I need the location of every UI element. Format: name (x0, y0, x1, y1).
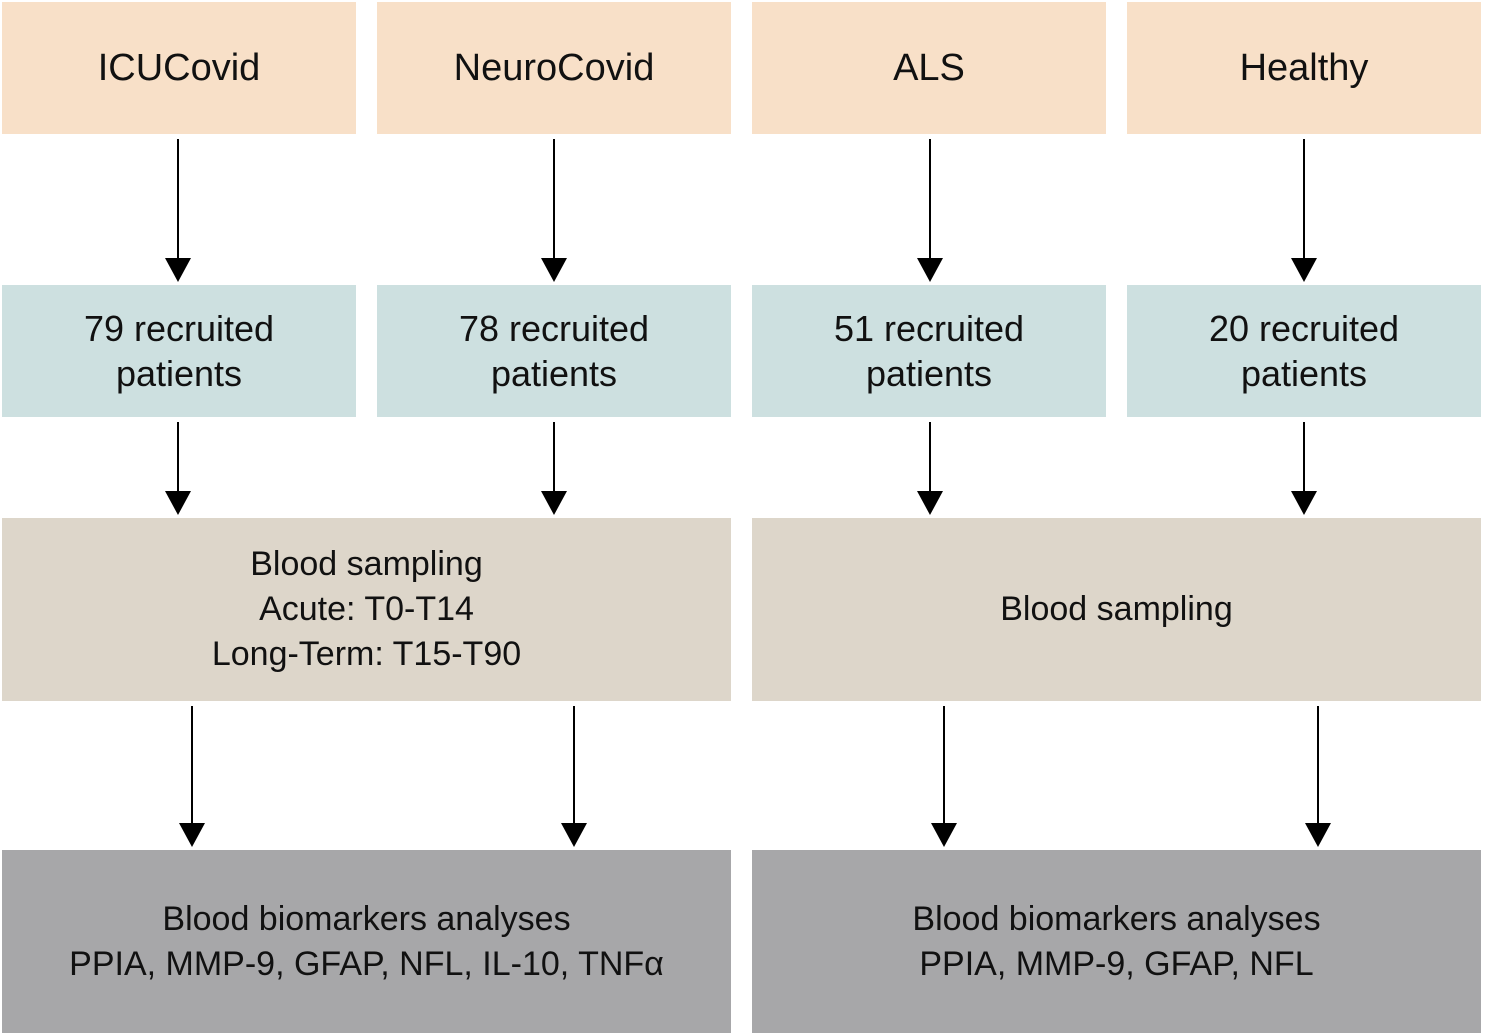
group-box-icucovid: ICUCovid (2, 2, 356, 134)
recruit-unit: patients (1240, 353, 1368, 394)
recruit-count: 20 recruited (1208, 308, 1400, 349)
recruit-box-als: 51 recruited patients (752, 285, 1106, 417)
arrowhead-icucovid-to-sampling (165, 491, 191, 515)
sampling-box-covid: Blood sampling Acute: T0-T14 Long-Term: … (2, 518, 731, 701)
group-box-neurocovid: NeuroCovid (377, 2, 731, 134)
arrows-row1 (165, 139, 1317, 282)
arrowhead-als-to-sampling (917, 491, 943, 515)
sampling-acute: Acute: T0-T14 (259, 590, 474, 628)
group-box-als: ALS (752, 2, 1106, 134)
sampling-box-other: Blood sampling (752, 518, 1481, 701)
group-label: ICUCovid (97, 46, 261, 89)
group-box-healthy: Healthy (1127, 2, 1481, 134)
arrowhead-other-sampling-to-analysis-left (931, 823, 957, 847)
arrowhead-neurocovid-to-sampling (541, 491, 567, 515)
analysis-box-other: Blood biomarkers analyses PPIA, MMP-9, G… (752, 850, 1481, 1033)
group-label: Healthy (1239, 46, 1369, 89)
group-label: ALS (893, 46, 965, 89)
analysis-title: Blood biomarkers analyses (162, 899, 571, 938)
sampling-title: Blood sampling (1000, 590, 1233, 628)
recruit-unit: patients (115, 353, 243, 394)
recruit-box-icucovid: 79 recruited patients (2, 285, 356, 417)
group-label: NeuroCovid (453, 46, 655, 89)
arrowhead-icucovid-to-recruit (165, 258, 191, 282)
analysis-markers: PPIA, MMP-9, GFAP, NFL, IL-10, TNFα (69, 944, 664, 983)
recruit-unit: patients (865, 353, 993, 394)
recruit-box-healthy: 20 recruited patients (1127, 285, 1481, 417)
analysis-markers: PPIA, MMP-9, GFAP, NFL (919, 944, 1314, 983)
recruit-count: 78 recruited (458, 308, 650, 349)
recruit-count: 79 recruited (83, 308, 275, 349)
arrowhead-als-to-recruit (917, 258, 943, 282)
arrowhead-healthy-to-recruit (1291, 258, 1317, 282)
sampling-title: Blood sampling (250, 545, 483, 583)
recruit-box-neurocovid: 78 recruited patients (377, 285, 731, 417)
arrows-row3 (179, 706, 1331, 847)
sampling-long-term: Long-Term: T15-T90 (211, 635, 522, 673)
arrowhead-other-sampling-to-analysis-right (1305, 823, 1331, 847)
arrowhead-covid-sampling-to-analysis-right (561, 823, 587, 847)
analysis-title: Blood biomarkers analyses (912, 899, 1321, 938)
analysis-box-covid: Blood biomarkers analyses PPIA, MMP-9, G… (2, 850, 731, 1033)
recruit-count: 51 recruited (833, 308, 1025, 349)
arrowhead-covid-sampling-to-analysis-left (179, 823, 205, 847)
arrowhead-healthy-to-sampling (1291, 491, 1317, 515)
arrowhead-neurocovid-to-recruit (541, 258, 567, 282)
recruit-unit: patients (490, 353, 618, 394)
arrows-row2 (165, 422, 1317, 515)
